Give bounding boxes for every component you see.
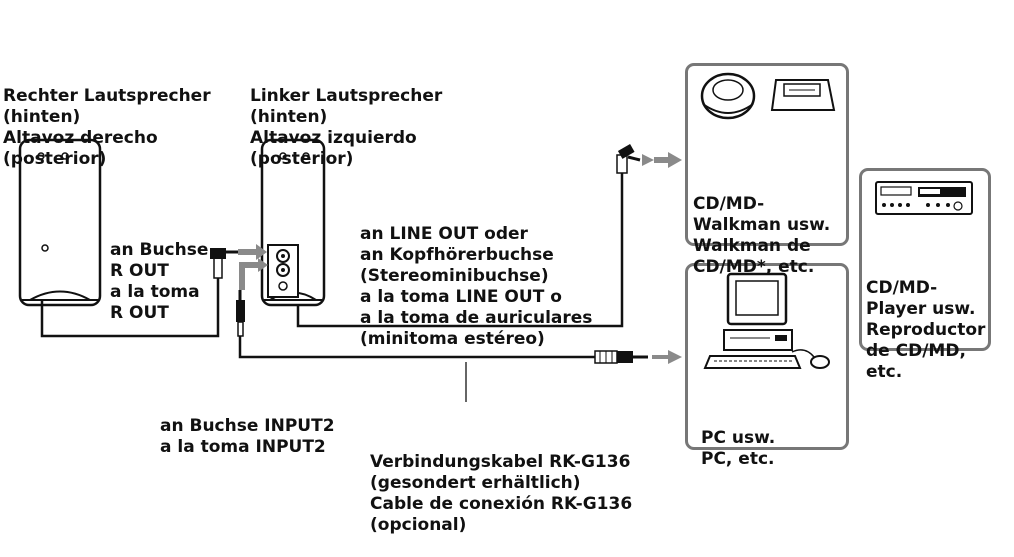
r-out-plug xyxy=(210,248,238,279)
right-speaker-label: Rechter Lautsprecher(hinten)Altavoz dere… xyxy=(3,86,211,169)
pc-label: PC usw.PC, etc. xyxy=(701,428,776,469)
cable-label: Verbindungskabel RK-G136(gesondert erhäl… xyxy=(370,452,633,535)
walkman-side-plug xyxy=(616,144,641,174)
right-speaker xyxy=(18,138,102,307)
input2-plug xyxy=(236,290,245,337)
plug-arrow xyxy=(238,152,682,364)
left-speaker-label: Linker Lautsprecher(hinten)Altavoz izqui… xyxy=(250,86,443,169)
jack-panel xyxy=(267,244,299,298)
md-walkman-icon xyxy=(770,79,836,111)
pc-icon xyxy=(703,272,830,369)
cd-player-icon xyxy=(875,181,973,215)
walkman-icon xyxy=(700,72,756,120)
connection-diagram xyxy=(18,72,973,402)
pc-side-plug xyxy=(594,350,648,364)
